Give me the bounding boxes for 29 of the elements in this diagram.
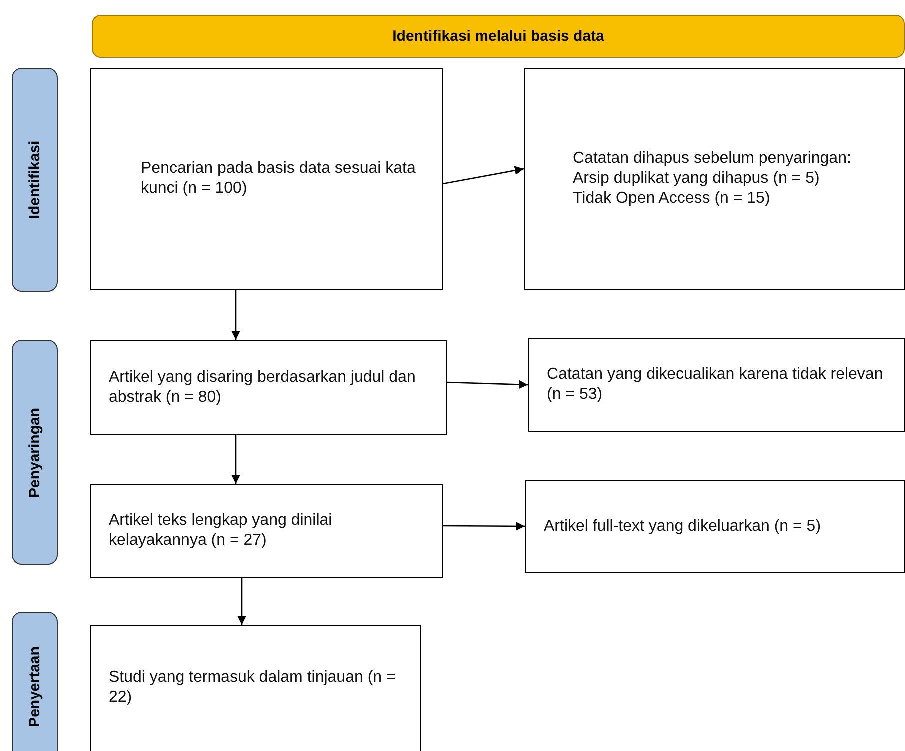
header-banner [92, 15, 905, 58]
box-text: Artikel yang disaring berdasarkan judul dan abstrak (n = 80) [109, 368, 417, 408]
process-box [528, 338, 905, 432]
arrow [446, 380, 528, 390]
stage-label-band [12, 340, 58, 565]
process-box [525, 480, 905, 573]
arrow [442, 166, 524, 185]
box-text: Tidak Open Access (n = 15) [573, 189, 772, 209]
arrow [238, 578, 246, 625]
arrow [443, 522, 525, 531]
stage-label: Penyaringan [26, 407, 44, 498]
process-box [90, 484, 443, 578]
process-box [524, 68, 905, 290]
stage-label-band [12, 612, 58, 751]
box-text: Artikel full-text yang dikeluarkan (n = 5) [544, 516, 822, 536]
box-text: Artikel teks lengkap yang dinilai kelayakannya (n = 27) [109, 511, 334, 551]
stage-label: Penyertaan [26, 646, 44, 728]
stage-label-band [12, 68, 58, 292]
arrow [232, 290, 240, 340]
box-text: Studi yang termasuk dalam tinjauan (n = 22) [109, 668, 397, 708]
header-title: Identifikasi melalui basis data [392, 28, 604, 45]
box-text: Catatan yang dikecualikan karena tidak relevan (n = 53) [547, 365, 884, 405]
process-box [90, 625, 421, 751]
process-box [90, 68, 443, 290]
arrow [232, 435, 240, 484]
process-box [90, 340, 447, 435]
stage-label: Identifikasi [26, 140, 44, 220]
box-text: Catatan dihapus sebelum penyaringan: Arsip duplikat yang dihapus (n = 5) [573, 149, 852, 189]
box-text: Pencarian pada basis data sesuai kata kunci (n = 100) [141, 159, 417, 199]
